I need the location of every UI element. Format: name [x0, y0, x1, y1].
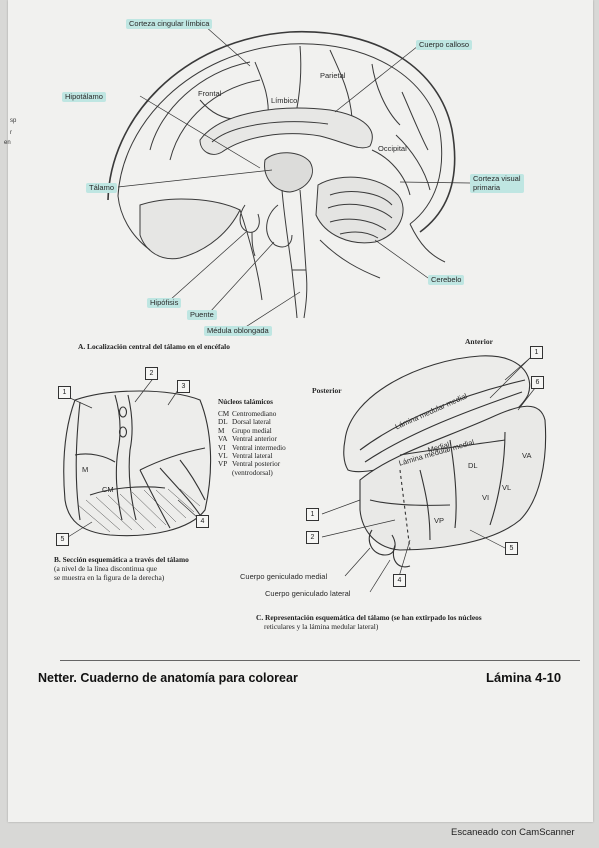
- label-cerebelo: Cerebelo: [428, 275, 465, 285]
- legend-row: VA Ventral anterior: [218, 435, 286, 443]
- footer-rule: [60, 660, 580, 661]
- label-talamo: Tálamo: [86, 183, 118, 193]
- region-cm: CM: [102, 485, 114, 494]
- section-b-box-2: 2: [145, 367, 158, 380]
- legend-name: Ventral lateral: [232, 451, 273, 460]
- legend-row: VI Ventral intermedio: [218, 444, 286, 452]
- legend-abbr: M: [218, 426, 225, 435]
- label-corteza-visual-line2: primaria: [473, 182, 501, 192]
- legend-row: DL Dorsal lateral: [218, 418, 286, 426]
- section-c-box-6: 6: [531, 376, 544, 389]
- legend-abbr: CM: [218, 410, 230, 418]
- book-title: Netter. Cuaderno de anatomía para colore…: [38, 671, 298, 685]
- label-frontal: Frontal: [198, 89, 222, 98]
- label-posterior: Posterior: [312, 386, 342, 395]
- caption-b-line1: B. Sección esquemática a través del tála…: [54, 555, 189, 564]
- margin-mark-3: r: [10, 130, 12, 136]
- legend-name: Centromediano: [232, 410, 277, 418]
- legend-row: M Grupo medial: [218, 427, 286, 435]
- legend-row: VP Ventral posterior: [218, 460, 286, 468]
- legend-row: VL Ventral lateral: [218, 452, 286, 460]
- label-hipofisis: Hipófisis: [147, 298, 182, 308]
- legend-name: Ventral anterior: [232, 435, 277, 444]
- scanner-watermark: Escaneado con CamScanner: [451, 827, 575, 838]
- nucleus-legend-title: Núcleos talámicos: [218, 398, 273, 406]
- legend-abbr: VP: [218, 460, 228, 469]
- legend-name: Ventral posterior: [232, 460, 281, 469]
- label-medula: Médula oblongada: [204, 326, 272, 336]
- region-m: M: [82, 465, 89, 474]
- label-geniculado-medial: Cuerpo geniculado medial: [240, 572, 328, 581]
- label-cuerpo-calloso: Cuerpo calloso: [416, 40, 473, 50]
- legend-row: (ventrodorsal): [218, 469, 286, 477]
- label-anterior: Anterior: [465, 337, 493, 346]
- section-c-box-5: 5: [505, 542, 518, 555]
- legend-abbr: VA: [218, 435, 228, 444]
- plate-number: Lámina 4-10: [486, 670, 562, 685]
- section-b-box-3: 3: [177, 380, 190, 393]
- legend-abbr: DL: [218, 418, 228, 427]
- legend-name: Dorsal lateral: [232, 418, 271, 427]
- section-b-box-5: 5: [56, 533, 69, 546]
- label-hipotalamo: Hipotálamo: [62, 92, 106, 102]
- region-dl: DL: [468, 461, 478, 470]
- label-occipital: Occipital: [378, 144, 407, 153]
- margin-mark-1: en: [4, 140, 11, 146]
- caption-b: B. Sección esquemática a través del tála…: [54, 555, 189, 583]
- caption-a: A. Localización central del tálamo en el…: [78, 342, 230, 351]
- label-corteza-visual: Corteza visual primaria: [470, 174, 524, 194]
- section-c-box-1: 1: [530, 346, 543, 359]
- legend-abbr: VI: [218, 443, 226, 452]
- label-limbico: Límbico: [271, 96, 298, 105]
- caption-c-line2: reticulares y la lámina medular lateral): [264, 621, 379, 631]
- caption-b-line2: (a nivel de la línea discontinua que: [54, 563, 158, 573]
- region-vp: VP: [434, 516, 445, 525]
- section-c-box-2: 2: [306, 531, 319, 544]
- legend-abbr: VL: [218, 451, 228, 460]
- section-c-box-4: 4: [393, 574, 406, 587]
- label-geniculado-lateral: Cuerpo geniculado lateral: [265, 589, 351, 598]
- legend-name: (ventrodorsal): [232, 468, 273, 477]
- region-vi: VI: [482, 493, 490, 502]
- label-corteza-visual-line1: Corteza visual: [473, 174, 521, 183]
- section-c-box-1b: 1: [306, 508, 319, 521]
- region-vl: VL: [502, 483, 512, 492]
- label-corteza-cingular: Corteza cingular límbica: [126, 19, 213, 29]
- legend-name: Grupo medial: [232, 426, 272, 435]
- section-b-box-4: 4: [196, 515, 209, 528]
- caption-b-line3: se muestra en la figura de la derecha): [54, 572, 165, 582]
- caption-c: C. Representación esquemática del tálamo…: [256, 613, 482, 632]
- caption-c-line1: C. Representación esquemática del tálamo…: [256, 613, 482, 622]
- label-puente: Puente: [187, 310, 217, 320]
- region-va: VA: [522, 451, 532, 460]
- legend-name: Ventral intermedio: [232, 443, 286, 452]
- margin-mark-2: sp: [10, 118, 17, 124]
- label-parietal: Parietal: [320, 71, 346, 80]
- section-b-box-1: 1: [58, 386, 71, 399]
